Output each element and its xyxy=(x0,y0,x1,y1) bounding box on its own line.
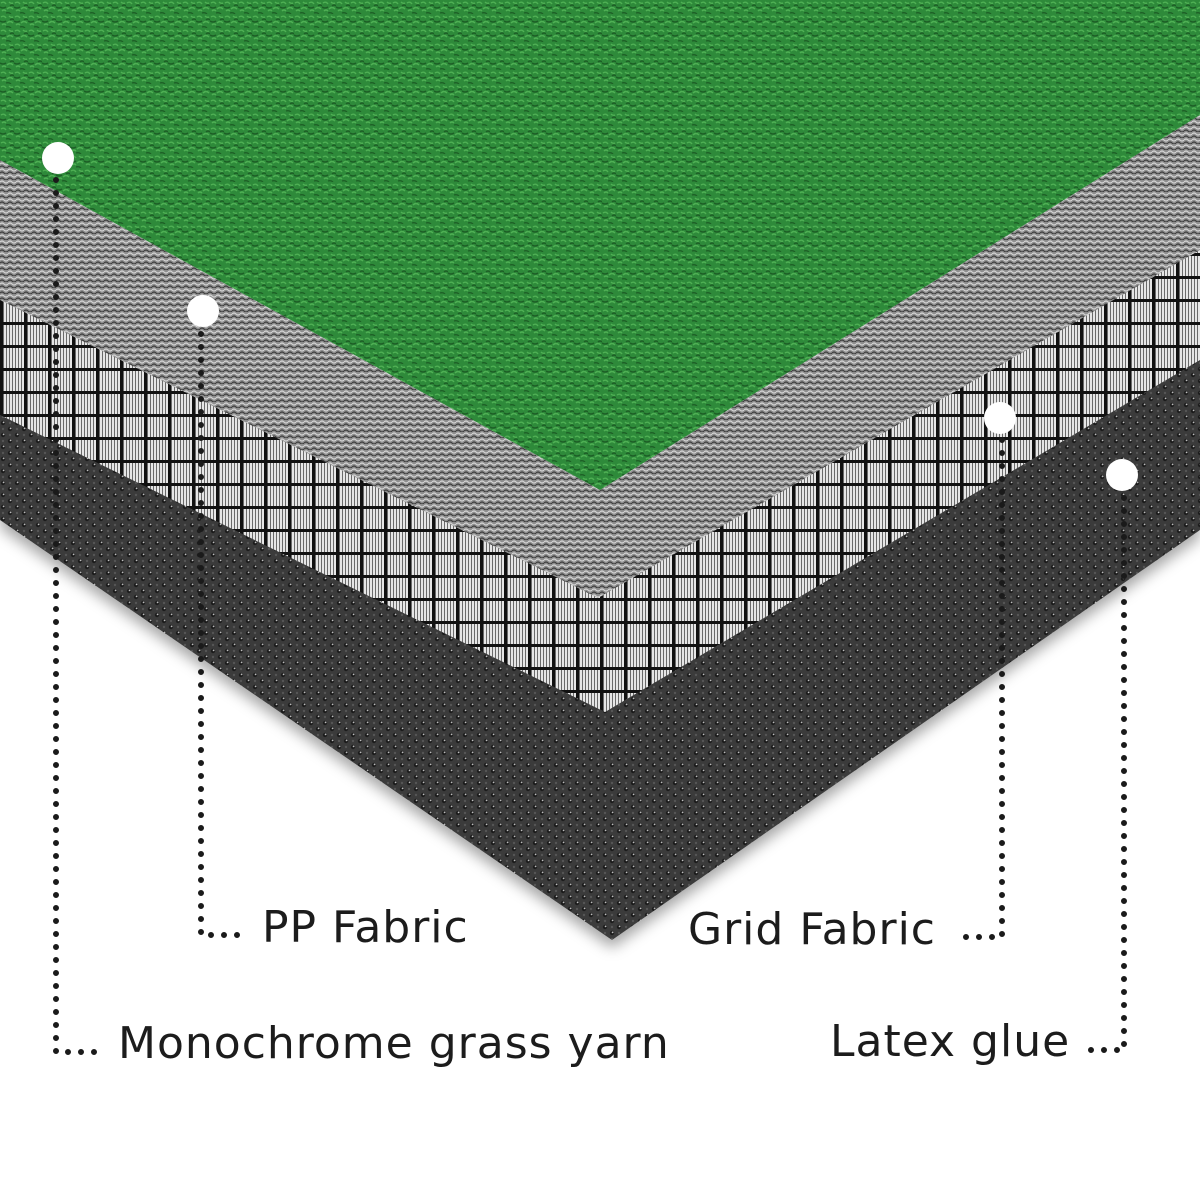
grid-fabric-layer xyxy=(0,245,1200,712)
marker-dot-icon-grass xyxy=(42,142,74,174)
leader-latex xyxy=(1083,495,1127,1053)
leader-pp-fabric xyxy=(198,331,248,938)
leader-grid-fabric xyxy=(959,437,1005,940)
label-pp-fabric: PP Fabric xyxy=(262,902,469,953)
pp-fabric-layer xyxy=(0,115,1200,598)
label-grid-fabric: Grid Fabric xyxy=(688,904,936,955)
grass-yarn-layer xyxy=(0,0,1200,490)
label-monochrome-grass-yarn: Monochrome grass yarn xyxy=(118,1018,670,1069)
marker-dot-icon-latex xyxy=(1106,459,1138,491)
marker-dot-icon-pp xyxy=(187,295,219,327)
marker-dot-icon-grid xyxy=(984,402,1016,434)
latex-glue-layer xyxy=(0,350,1200,940)
leader-monochrome xyxy=(53,177,103,1055)
label-latex-glue: Latex glue xyxy=(830,1016,1071,1067)
